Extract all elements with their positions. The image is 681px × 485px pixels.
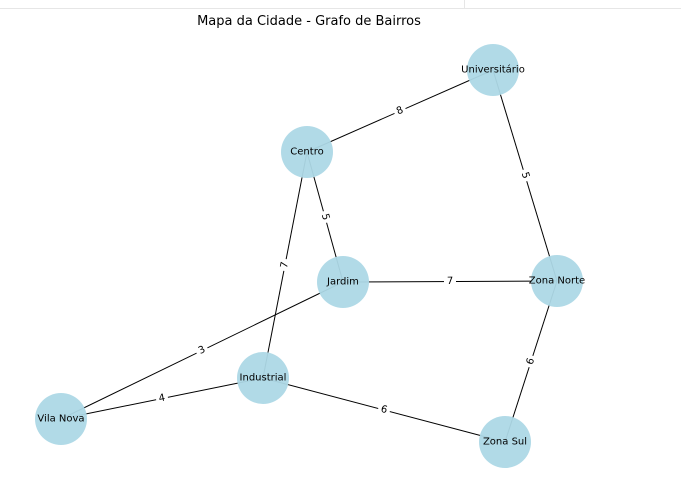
node-circle [35, 393, 87, 445]
node-zona_sul: Zona Sul [479, 416, 531, 468]
diagram-title: Mapa da Cidade - Grafo de Bairros [197, 14, 421, 29]
node-label: Jardim [326, 277, 359, 288]
node-circle [467, 44, 519, 96]
edge-weight-background [154, 390, 170, 407]
edge-weight-text: 7 [279, 261, 291, 269]
edge-weight-background [193, 341, 211, 360]
edge-weight-background [276, 257, 294, 273]
node-circle [479, 416, 531, 468]
figure-divider-tick [464, 0, 465, 8]
node-label: Centro [290, 147, 323, 158]
node-label: Industrial [240, 373, 287, 384]
edge-weight-background [516, 167, 534, 184]
edge-weight-background [522, 353, 540, 370]
edges-layer: 8 5 5 7 7 3 6 4 6 [60, 69, 558, 443]
edge-weight-label: 3 [193, 341, 211, 360]
edge-weight-text: 4 [158, 392, 166, 404]
edge-weight-background [443, 274, 457, 289]
node-vila_nova: Vila Nova [35, 393, 87, 445]
node-universitario: Universitário [461, 44, 525, 96]
edge-weight-label: 6 [376, 401, 392, 419]
edge-weight-text: 6 [525, 357, 537, 366]
edge-weight-text: 8 [395, 105, 405, 118]
node-circle [237, 352, 289, 404]
edge-weight-background [391, 102, 409, 120]
node-centro: Centro [281, 126, 333, 178]
node-circle [531, 255, 583, 307]
node-label: Vila Nova [37, 414, 84, 425]
node-label: Zona Sul [483, 437, 527, 448]
edge-weight-background [316, 209, 334, 225]
edge-weight-text: 6 [380, 404, 389, 416]
edge-weight-label: 5 [516, 167, 534, 184]
node-circle [317, 256, 369, 308]
edge-weight-text: 5 [319, 212, 331, 221]
edge-weight-label: 4 [154, 390, 170, 407]
edge-weight-label: 6 [522, 353, 540, 370]
edge-weight-label: 8 [391, 102, 409, 120]
node-label: Zona Norte [529, 276, 585, 287]
edge-weight-label: 5 [316, 209, 334, 225]
edge-weight-label: 7 [443, 274, 457, 289]
node-jardim: Jardim [317, 256, 369, 308]
edge-weight-background [376, 401, 392, 419]
node-label: Universitário [461, 64, 525, 76]
node-circle [281, 126, 333, 178]
edge-weight-text: 5 [519, 171, 531, 180]
edge-weight-label: 7 [276, 257, 294, 273]
figure-top-border [0, 0, 681, 9]
node-zona_norte: Zona Norte [529, 255, 585, 307]
edge-weight-text: 7 [447, 276, 453, 287]
node-industrial: Industrial [237, 352, 289, 404]
edge-weight-text: 3 [197, 344, 208, 357]
